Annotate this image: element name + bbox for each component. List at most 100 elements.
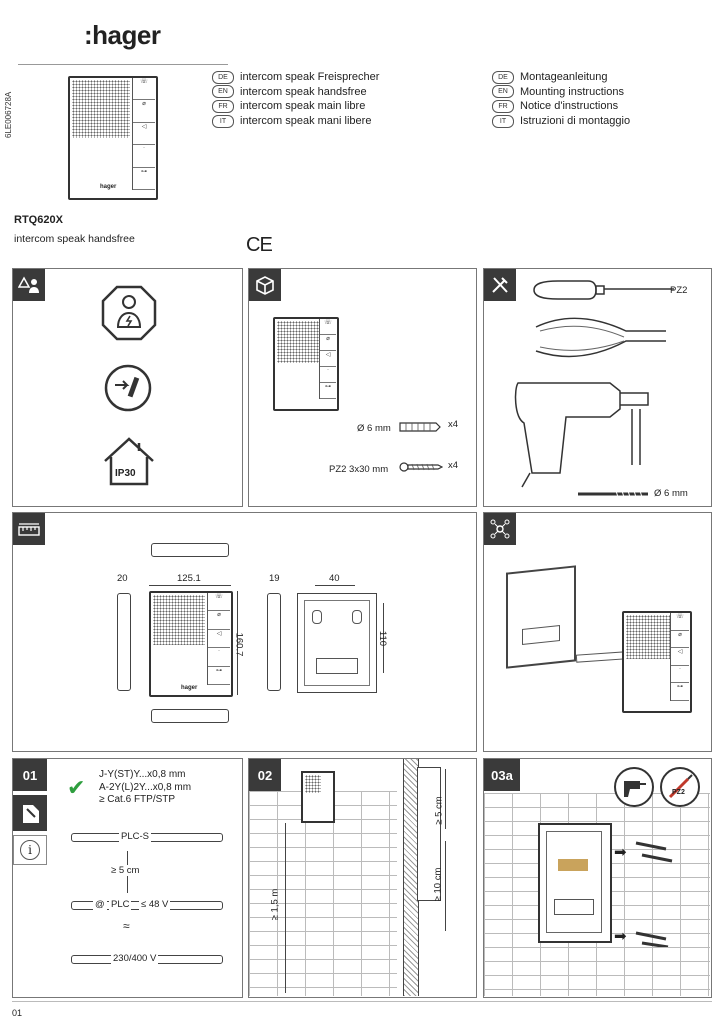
lang-text: Notice d'instructions [520, 100, 619, 113]
lang-text: intercom speak Freisprecher [240, 71, 380, 83]
power-off-icon [104, 364, 152, 412]
model-description: intercom speak handsfree [14, 233, 135, 245]
device-top-view [151, 543, 229, 557]
box-contents-panel: ☏⌀◁·⊶ Ø 6 mm x4 PZ2 3x30 mm x4 [248, 268, 477, 507]
break-symbol: ≈ [123, 919, 130, 933]
screw-icon [399, 462, 443, 472]
electrician-icon [101, 285, 157, 341]
tools-icon [484, 269, 516, 301]
mounting-bracket-view [297, 593, 377, 693]
height-line [285, 823, 286, 993]
device-front-image: ☏⌀◁·⊶ [273, 317, 339, 411]
gap-bottom: ≥ 10 cm [432, 867, 444, 902]
gap-bottom-line [445, 841, 446, 931]
cable-type: ≥ Cat.6 FTP/STP [99, 794, 176, 805]
device-rear-image: ☏⌀◁·⊶ [622, 611, 692, 713]
insert-arrow-icon: ➡ [614, 844, 627, 861]
gap-top-line [445, 769, 446, 829]
wall-plug-icon [399, 422, 441, 432]
front-view-brand: hager [181, 685, 198, 691]
cable-type: A-2Y(L)2Y...x0,8 mm [99, 781, 192, 793]
drill-bit-label: Ø 6 mm [654, 488, 688, 499]
connection-panel: ☏⌀◁·⊶ [483, 512, 712, 752]
check-icon: ✔ [67, 775, 86, 800]
dimensions-panel: 20 ☏⌀◁·⊶ hager 125.1 160.7 19 40 110 [12, 512, 477, 752]
bracket-width-line [315, 585, 355, 586]
cable-type: J-Y(ST)Y...x0,8 mm [99, 769, 186, 780]
drill-icon [514, 382, 649, 488]
plc-label: PLC [109, 899, 132, 910]
brand-logo: :hager [84, 20, 161, 50]
step-02-panel: 02 ≥ 1,5 m ≥ 5 cm ≥ 10 cm [248, 758, 477, 998]
device-front-view: ☏⌀◁·⊶ hager [149, 591, 233, 697]
dowel-label: Ø 6 mm [357, 423, 391, 434]
bracket-height: 110 [377, 630, 389, 647]
lang-text: Mounting instructions [520, 85, 624, 98]
mount-height: ≥ 1,5 m [269, 888, 281, 921]
lang-code: FR [212, 99, 234, 113]
height-dimension-line [237, 591, 238, 695]
depth-front: 20 [117, 573, 128, 584]
step-01-panel: 01 i ✔ J-Y(ST)Y...x0,8 mm A-2Y(L)2Y...x0… [12, 758, 243, 998]
device-side-view [117, 593, 131, 691]
lang-code: DE [492, 70, 514, 84]
step-03a-panel: 03a PZ2 ➡ ➡ [483, 758, 712, 998]
mains-label: 230/400 V [111, 953, 159, 964]
indoor-house-icon [104, 437, 154, 486]
info-icon: i [13, 835, 47, 865]
device-on-wall [301, 771, 335, 823]
screwdriver-icon [533, 280, 674, 300]
step-number: 01 [13, 759, 47, 791]
lang-code: EN [492, 85, 514, 99]
ce-mark: CE [246, 234, 273, 256]
screw-quantity: x4 [448, 460, 459, 471]
cable-types-list: J-Y(ST)Y...x0,8 mm A-2Y(L)2Y...x0,8 mm ≥… [99, 769, 191, 807]
header-divider [18, 64, 228, 65]
depth-side: 19 [269, 573, 280, 584]
spacing-label: ≥ 5 cm [109, 865, 142, 876]
product-brand-label: hager [100, 184, 117, 190]
bracket-height-line [383, 603, 384, 673]
document-reference: 6LE006728A [4, 91, 13, 138]
screwdriver-tool-icon [660, 767, 700, 807]
safety-panel: IP30 [12, 268, 243, 507]
lang-text: intercom speak main libre [240, 100, 366, 113]
dowel-quantity: x4 [448, 419, 459, 430]
device-side-section [417, 767, 441, 901]
pliers-icon [535, 317, 666, 358]
screwdriver-label: PZ2 [670, 285, 688, 296]
lang-code: FR [492, 99, 514, 113]
drill-tool-icon [614, 767, 654, 807]
plc-voltage: ≤ 48 V [139, 899, 171, 910]
lang-code: IT [492, 114, 514, 128]
instruction-language-list: DE Montageanleitung EN Mounting instructio… [492, 70, 630, 128]
device-height: 160.7 [233, 632, 245, 657]
device-width: 125.1 [177, 573, 201, 584]
wall-screws-icon [635, 841, 673, 947]
product-image: ☏⌀◁·⊶ hager [68, 76, 158, 200]
lang-text: intercom speak mani libere [240, 114, 372, 127]
footer-divider [12, 1001, 712, 1002]
screwdriver-tool-label: PZ2 [672, 789, 685, 796]
ip-rating: IP30 [115, 468, 136, 479]
wall-bracket-image [506, 565, 576, 669]
screw-label: PZ2 3x30 mm [329, 464, 389, 475]
gap-top: ≥ 5 cm [433, 796, 445, 825]
plc-s-label: PLC-S [119, 831, 151, 842]
brick-wall [249, 791, 397, 996]
lang-text: Montageanleitung [520, 71, 608, 83]
package-icon [249, 269, 281, 301]
model-number: RTQ620X [14, 214, 63, 226]
step-number: 02 [249, 759, 281, 791]
step-number: 03a [484, 759, 520, 791]
tools-panel: PZ2 Ø 6 mm [483, 268, 712, 507]
lang-text: intercom speak handsfree [240, 85, 367, 98]
lang-text: Istruzioni di montaggio [520, 114, 631, 127]
plc-at-label: @ [93, 899, 107, 910]
page-number: 01 [12, 1008, 23, 1018]
warning-people-icon [13, 269, 45, 301]
drill-bit-icon [578, 490, 648, 498]
ruler-icon [13, 513, 45, 545]
insert-arrow-icon: ➡ [614, 928, 627, 945]
